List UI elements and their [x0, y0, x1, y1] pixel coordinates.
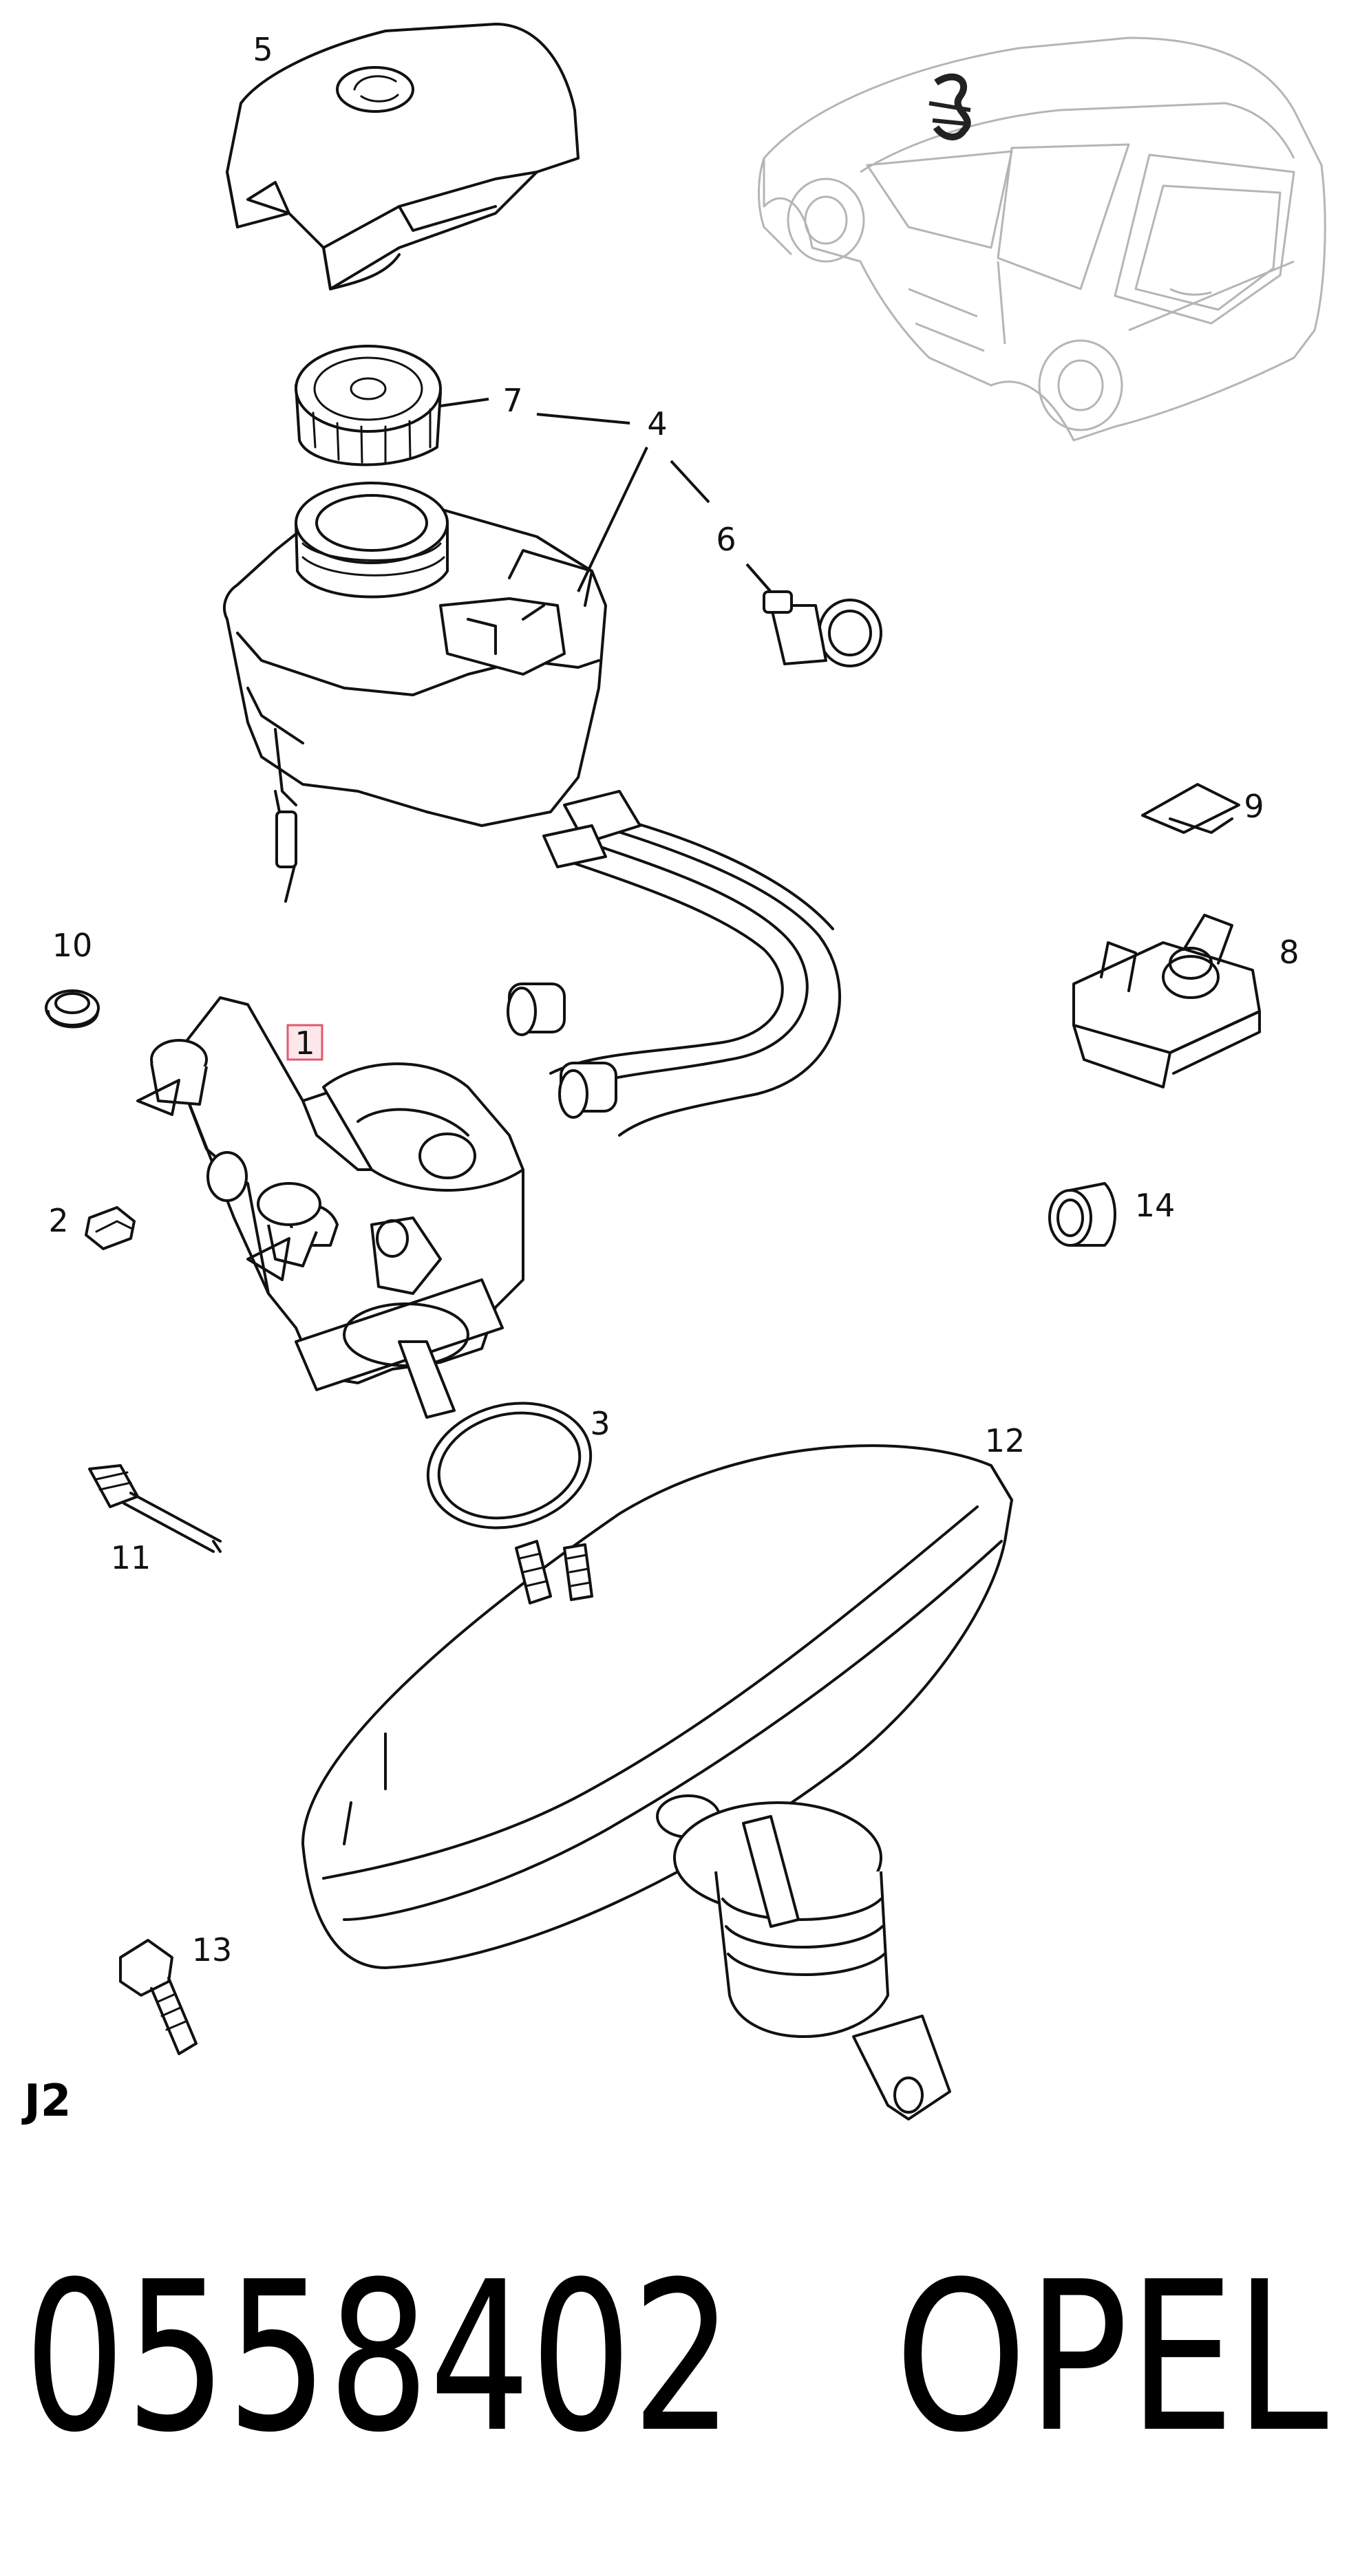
- part-13-bolt: [119, 1939, 198, 2055]
- callout-8[interactable]: 8: [1279, 934, 1299, 971]
- callout-7[interactable]: 7: [502, 382, 522, 419]
- part-8-bracket: [1072, 914, 1261, 1088]
- part-1-master-cylinder: [136, 996, 524, 1419]
- callout-4[interactable]: 4: [647, 405, 667, 442]
- callout-leader-lines: [440, 398, 772, 593]
- part-9-clip: [1141, 783, 1240, 834]
- part-3-o-ring: [426, 1402, 593, 1530]
- callout-6[interactable]: 6: [716, 521, 736, 558]
- callout-9[interactable]: 9: [1244, 788, 1264, 825]
- callout-12[interactable]: 12: [985, 1422, 1026, 1459]
- callout-labels: 1 2 3 4 5 6 7 8 9 10 11 12 13 14: [48, 31, 1299, 1968]
- section-code: J2: [21, 2076, 71, 2127]
- part-6-plug: [763, 590, 882, 667]
- callout-3[interactable]: 3: [590, 1405, 610, 1442]
- callout-5[interactable]: 5: [253, 31, 273, 68]
- part-4-fluid-reservoir: [223, 482, 607, 903]
- brand-name: OPEL: [895, 2237, 1329, 2478]
- part-7-reservoir-cap: [295, 345, 442, 466]
- part-10-grommet: [45, 989, 100, 1029]
- brake-fluid-hoses: [507, 790, 841, 1137]
- callout-13[interactable]: 13: [192, 1931, 233, 1968]
- part-11-pin: [88, 1464, 222, 1553]
- callout-14[interactable]: 14: [1135, 1187, 1176, 1224]
- callout-1-highlight: [286, 1024, 323, 1061]
- part-12-brake-booster: [301, 1444, 1013, 2121]
- vehicle-locator-illustration: [758, 36, 1326, 442]
- callout-10[interactable]: 10: [52, 927, 93, 964]
- part-5-reservoir-cover: [226, 23, 580, 290]
- part-2-nut: [85, 1206, 136, 1250]
- callout-2[interactable]: 2: [48, 1202, 68, 1239]
- part-14-grommet: [1048, 1182, 1116, 1247]
- part-number: 0558402: [24, 2237, 733, 2478]
- callout-11[interactable]: 11: [111, 1539, 151, 1576]
- callout-1[interactable]: 1: [295, 1024, 315, 1062]
